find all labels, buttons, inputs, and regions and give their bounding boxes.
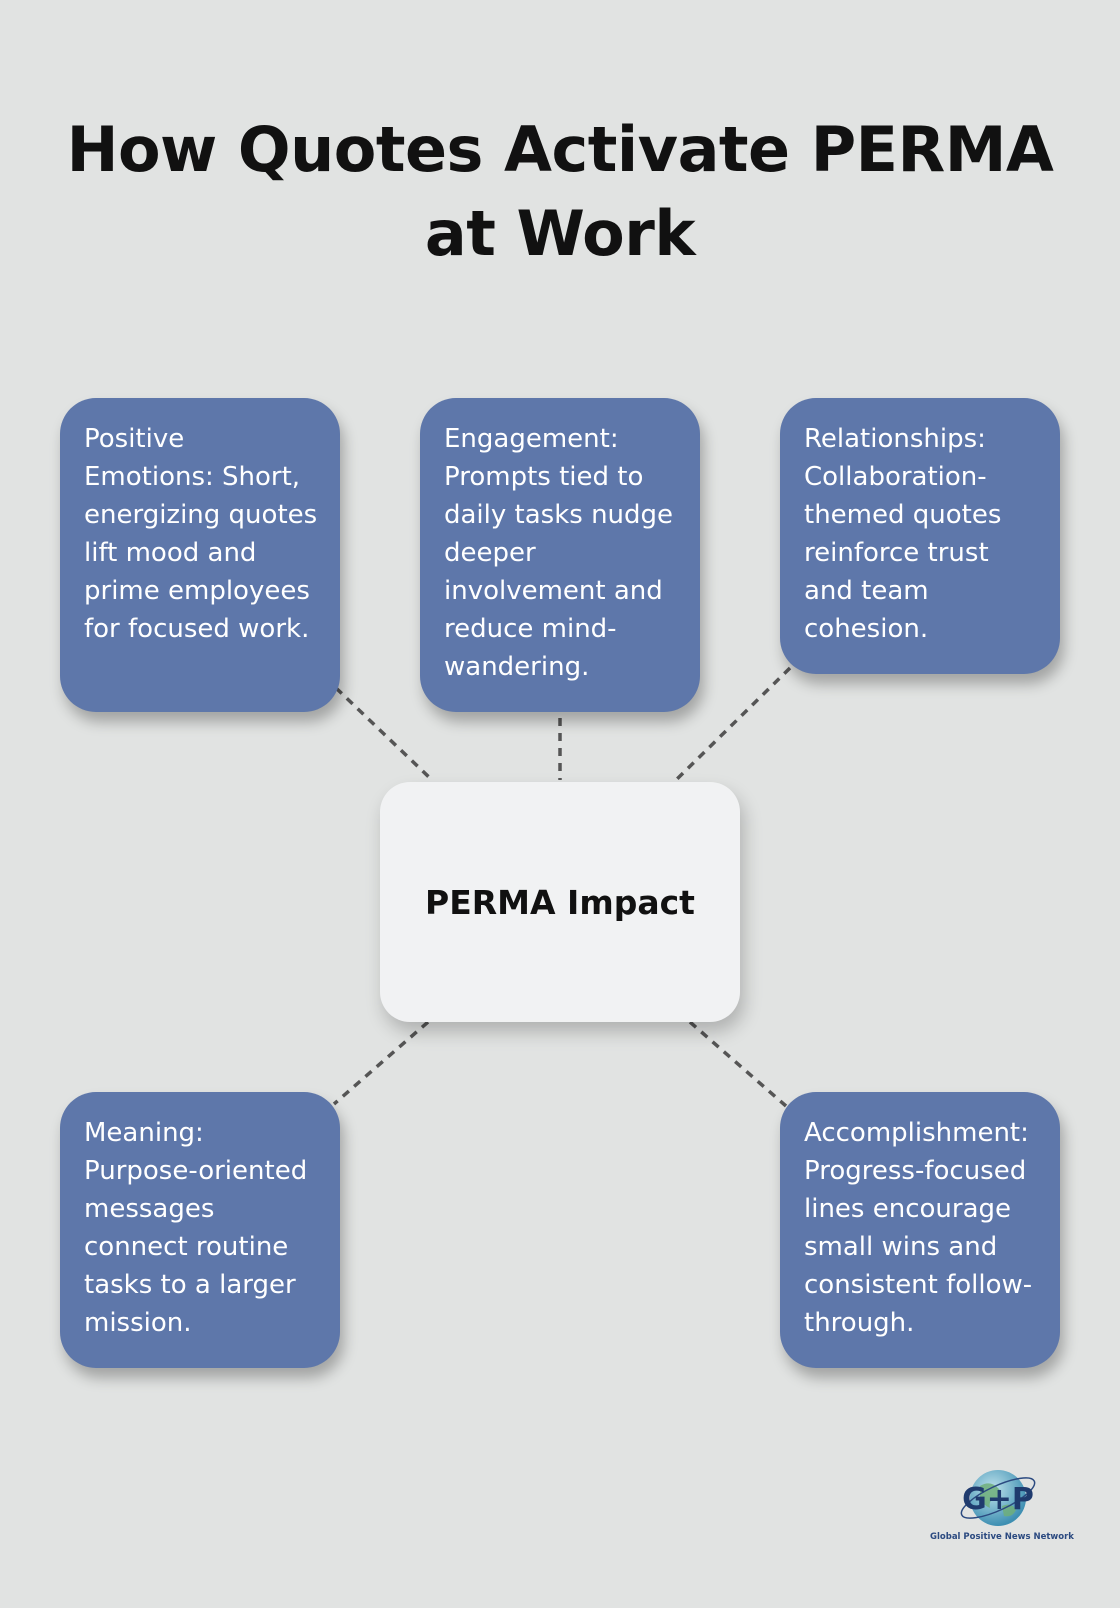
node-accomplishment: Accomplishment: Progress-focused lines e… [780, 1092, 1060, 1368]
center-label: PERMA Impact [425, 882, 695, 922]
node-positive-emotions: Positive Emotions: Short, energizing quo… [60, 398, 340, 712]
node-text: Engagement: Prompts tied to daily tasks … [444, 424, 674, 682]
node-text: Positive Emotions: Short, energizing quo… [84, 424, 318, 644]
page-title: How Quotes Activate PERMA at Work [66, 113, 1054, 270]
center-node: PERMA Impact [380, 782, 740, 1022]
logo-caption: Global Positive News Network [930, 1532, 1074, 1542]
logo-initials: G+P [962, 1482, 1034, 1517]
connector-positive-emotions [334, 686, 434, 782]
node-engagement: Engagement: Prompts tied to daily tasks … [420, 398, 700, 712]
node-relationships: Relationships: Collaboration-themed quot… [780, 398, 1060, 674]
node-text: Relationships: Collaboration-themed quot… [804, 424, 1002, 644]
globe-icon: G+P [960, 1470, 1036, 1526]
connector-relationships [674, 666, 792, 782]
node-text: Meaning: Purpose-oriented messages conne… [84, 1118, 308, 1338]
node-meaning: Meaning: Purpose-oriented messages conne… [60, 1092, 340, 1368]
connector-accomplishment [688, 1020, 788, 1108]
brand-logo: G+P Global Positive News Network [930, 1462, 1074, 1548]
node-text: Accomplishment: Progress-focused lines e… [804, 1118, 1033, 1338]
connector-meaning [332, 1020, 430, 1106]
